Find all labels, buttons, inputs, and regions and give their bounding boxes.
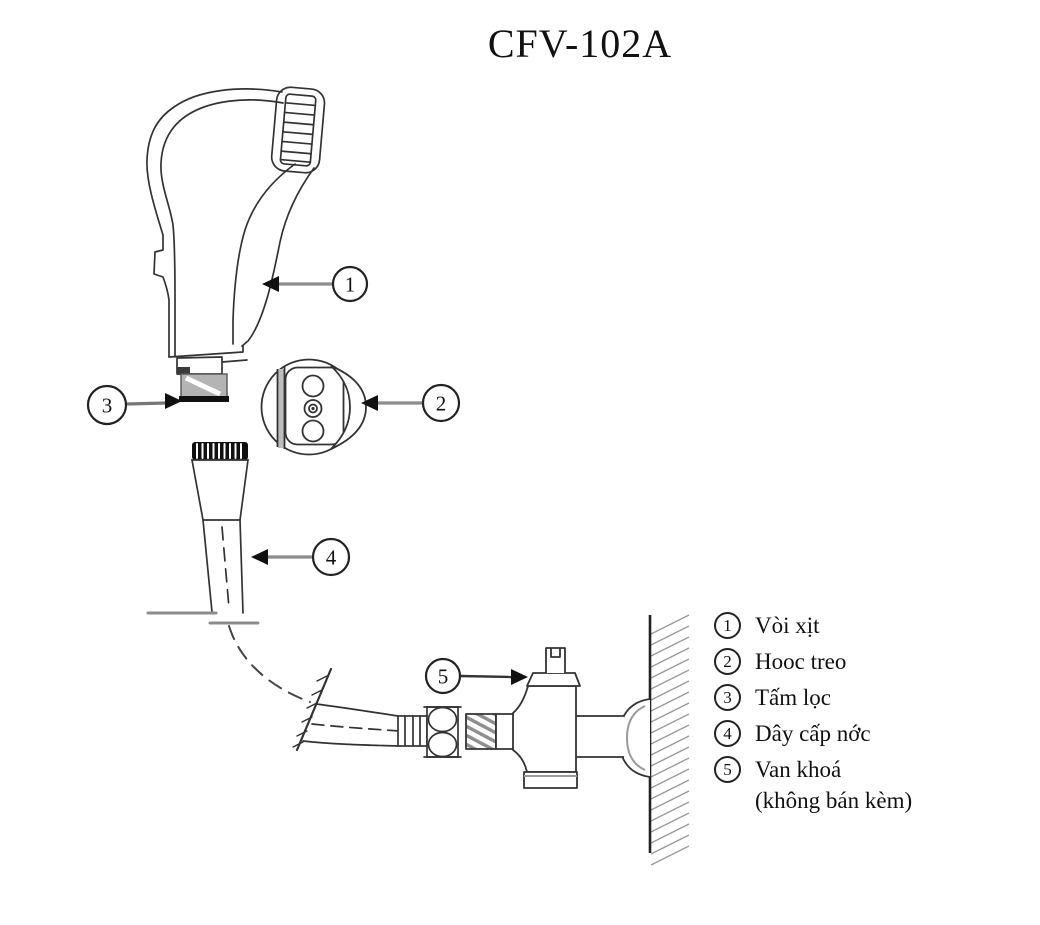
legend-label-3: Tấm lọc — [755, 684, 831, 710]
legend-item-2: 2 Hooc treo — [714, 648, 1034, 675]
valve-outlet — [523, 771, 578, 789]
legend-number-5: 5 — [714, 756, 741, 783]
legend-number-1: 1 — [714, 612, 741, 639]
callout-2: 2 — [361, 383, 461, 423]
valve-handle — [545, 647, 566, 673]
valve-threaded-stub — [465, 713, 497, 750]
valve-body — [512, 685, 577, 773]
callout-4-number: 4 — [326, 546, 337, 570]
legend-label-5: Van khoá — [755, 756, 842, 782]
callout-4: 4 — [251, 537, 351, 577]
legend-item-4: 4 Dây cấp nớc — [714, 720, 1034, 747]
legend-label-1: Vòi xịt — [755, 612, 820, 638]
legend-number-3: 3 — [714, 684, 741, 711]
page-title: CFV-102A — [487, 21, 673, 66]
spray-nozzle-head — [270, 86, 326, 174]
spray-gun-drawing — [146, 86, 326, 375]
callout-2-number: 2 — [436, 392, 447, 416]
callout-5: 5 — [424, 657, 528, 695]
hose-nut — [423, 706, 462, 758]
hose-drawing — [146, 442, 462, 758]
legend-number-4: 4 — [714, 720, 741, 747]
legend-item-1: 1 Vòi xịt — [714, 612, 1034, 639]
legend-label-4: Dây cấp nớc — [755, 720, 871, 746]
hose-routing-dashed-line — [228, 625, 311, 703]
filter-drawing — [179, 373, 229, 402]
callout-3-number: 3 — [102, 394, 113, 418]
legend-note: (không bán kèm) — [755, 788, 913, 813]
legend-number-2: 2 — [714, 648, 741, 675]
callout-1: 1 — [262, 265, 369, 303]
hose-break-slash — [295, 667, 333, 752]
callout-3: 3 — [86, 384, 182, 426]
legend-item-5: 5 Van khoá — [714, 756, 1034, 783]
hanger-hook-drawing — [260, 358, 367, 456]
valve-drawing — [465, 647, 651, 789]
legend-item-3: 3 Tấm lọc — [714, 684, 1034, 711]
callout-5-number: 5 — [438, 665, 449, 689]
legend-label-2: Hooc treo — [755, 648, 847, 674]
legend: 1 Vòi xịt 2 Hooc treo 3 Tấm lọc 4 Dây cấ… — [714, 612, 1034, 814]
valve-collar — [526, 672, 581, 687]
callout-1-number: 1 — [345, 273, 356, 297]
wall-hatching — [648, 614, 690, 866]
